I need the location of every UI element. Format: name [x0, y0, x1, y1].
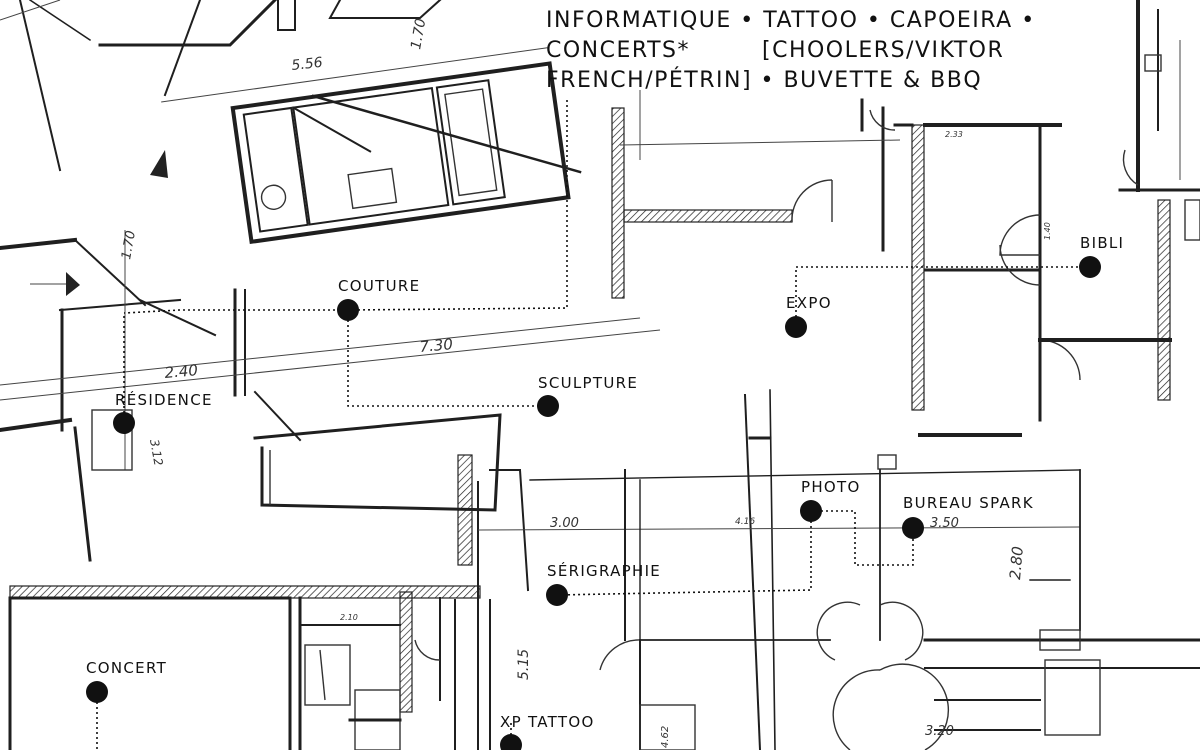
station-label: BUREAU SPARK	[903, 494, 1034, 512]
program-line-1: INFORMATIQUE • TATTOO • CAPOEIRA •	[546, 8, 1036, 33]
station-label: CONCERT	[86, 659, 167, 677]
dim-label: 2.40	[164, 361, 199, 382]
program-header: INFORMATIQUE • TATTOO • CAPOEIRA • CONCE…	[546, 6, 1196, 96]
program-line-2-concerts: CONCERTS*	[546, 38, 690, 63]
station-xp-tattoo[interactable]: XP TATTOO	[500, 713, 595, 750]
station-label: EXPO	[786, 294, 832, 312]
station-marker[interactable]	[785, 316, 807, 338]
station-photo[interactable]: PHOTO	[800, 478, 861, 522]
station-marker[interactable]	[337, 299, 359, 321]
station-sculpture[interactable]: SCULPTURE	[537, 374, 638, 417]
station-label: SCULPTURE	[538, 374, 638, 392]
dim-label: 1.70	[408, 17, 429, 51]
station-serigraphie[interactable]: SÉRIGRAPHIE	[546, 561, 661, 606]
station-concert[interactable]: CONCERT	[86, 659, 167, 703]
dim-label: 3.00	[550, 516, 579, 531]
dimension-labels: 5.56 1.70 2.40 7.30 3.12 1.70 3.00 4.16 …	[119, 17, 1052, 748]
station-marker[interactable]	[86, 681, 108, 703]
station-residence[interactable]: RÉSIDENCE	[113, 390, 213, 434]
dim-label: 1.40	[1043, 222, 1052, 240]
dim-label: 3.12	[147, 438, 165, 467]
station-bibli[interactable]: BIBLI	[1079, 234, 1124, 278]
dim-label: 2.80	[1006, 546, 1027, 581]
dim-label: 5.56	[291, 55, 324, 74]
station-label: COUTURE	[338, 277, 420, 295]
dim-label: 7.30	[419, 335, 454, 356]
station-marker[interactable]	[537, 395, 559, 417]
station-label: RÉSIDENCE	[115, 390, 213, 409]
station-expo[interactable]: EXPO	[785, 294, 832, 338]
dim-label: 3.20	[925, 724, 954, 739]
station-marker[interactable]	[1079, 256, 1101, 278]
station-marker[interactable]	[546, 584, 568, 606]
station-label: BIBLI	[1080, 234, 1124, 252]
station-bureau-spark[interactable]: BUREAU SPARK	[902, 494, 1034, 539]
station-couture[interactable]: COUTURE	[337, 277, 420, 321]
station-marker[interactable]	[800, 500, 822, 522]
station-label: PHOTO	[801, 478, 861, 496]
dim-label: 2.33	[945, 130, 963, 139]
station-marker[interactable]	[113, 412, 135, 434]
route-lines	[96, 100, 1090, 750]
dim-label: 1.70	[119, 230, 139, 261]
dim-label: 4.62	[660, 726, 671, 748]
dim-label: 3.50	[930, 516, 959, 531]
dim-label: 5.15	[516, 649, 532, 680]
program-line-2-bands: [CHOOLERS/VIKTOR	[762, 38, 1005, 63]
station-marker[interactable]	[902, 517, 924, 539]
station-label: XP TATTOO	[500, 713, 595, 731]
station-marker[interactable]	[500, 734, 522, 750]
dim-label: 4.16	[735, 517, 755, 527]
dim-label: 2.10	[340, 613, 358, 622]
station-label: SÉRIGRAPHIE	[547, 561, 661, 580]
program-line-2: CONCERTS* [CHOOLERS/VIKTOR	[546, 36, 1196, 66]
program-line-3: FRENCH/PÉTRIN] • BUVETTE & BBQ	[546, 68, 983, 93]
